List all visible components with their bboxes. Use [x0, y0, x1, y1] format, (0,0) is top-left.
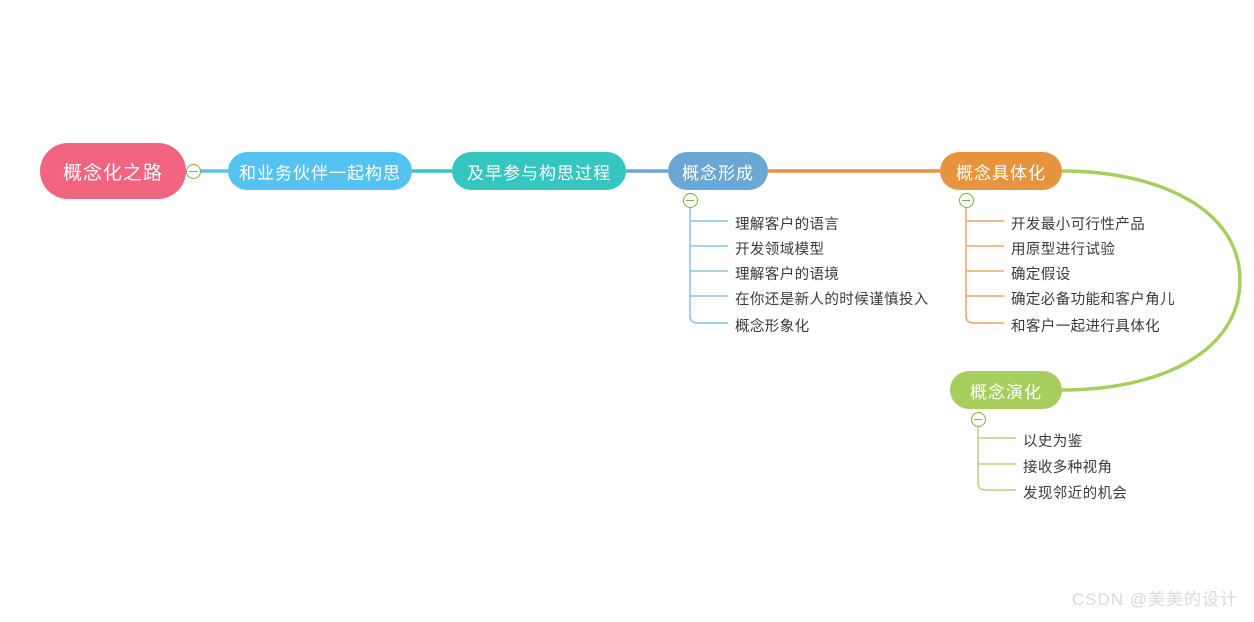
- leaf-item[interactable]: 和客户一起进行具体化: [1011, 319, 1160, 335]
- node-concept-concretize[interactable]: 概念具体化: [940, 152, 1062, 190]
- node-n3-label: 概念形成: [682, 163, 754, 183]
- toggle-concept-evolve-collapse-icon[interactable]: [971, 412, 986, 427]
- connector-n4-to-n5: [1061, 169, 1242, 392]
- node-concept-evolve[interactable]: 概念演化: [950, 371, 1062, 409]
- node-n1-label: 和业务伙伴一起构思: [239, 163, 401, 183]
- node-n5-label: 概念演化: [970, 382, 1042, 402]
- leaf-item[interactable]: 开发领域模型: [735, 242, 825, 258]
- toggle-root-collapse-icon[interactable]: [186, 164, 201, 179]
- branch-spine-concept-forming: [689, 200, 699, 324]
- node-brainstorm-with-partners[interactable]: 和业务伙伴一起构思: [228, 152, 412, 190]
- branch-spine-concept-evolve: [977, 419, 987, 491]
- node-n4-label: 概念具体化: [956, 163, 1046, 183]
- toggle-concept-forming-collapse-icon[interactable]: [683, 193, 698, 208]
- leaf-item[interactable]: 理解客户的语言: [735, 217, 840, 233]
- node-root[interactable]: 概念化之路: [40, 143, 186, 199]
- node-early-involvement[interactable]: 及早参与构思过程: [452, 152, 626, 190]
- node-root-label: 概念化之路: [62, 162, 163, 184]
- leaf-item[interactable]: 以史为鉴: [1023, 434, 1083, 450]
- leaf-item[interactable]: 开发最小可行性产品: [1011, 217, 1146, 233]
- branch-spine-concept-concrete: [965, 200, 975, 324]
- leaf-item[interactable]: 确定假设: [1011, 267, 1071, 283]
- leaf-item[interactable]: 在你还是新人的时候谨慎投入: [735, 292, 929, 308]
- leaf-item[interactable]: 发现邻近的机会: [1023, 486, 1128, 502]
- leaf-item[interactable]: 确定必备功能和客户角儿: [1011, 292, 1175, 308]
- toggle-concept-concretize-collapse-icon[interactable]: [959, 193, 974, 208]
- leaf-item[interactable]: 接收多种视角: [1023, 460, 1113, 476]
- leaf-item[interactable]: 理解客户的语境: [735, 267, 840, 283]
- leaf-item[interactable]: 用原型进行试验: [1011, 242, 1116, 258]
- node-n2-label: 及早参与构思过程: [467, 163, 611, 183]
- leaf-item[interactable]: 概念形象化: [735, 319, 810, 335]
- node-concept-forming[interactable]: 概念形成: [668, 152, 768, 190]
- csdn-watermark: CSDN @美美的设计: [1071, 590, 1238, 609]
